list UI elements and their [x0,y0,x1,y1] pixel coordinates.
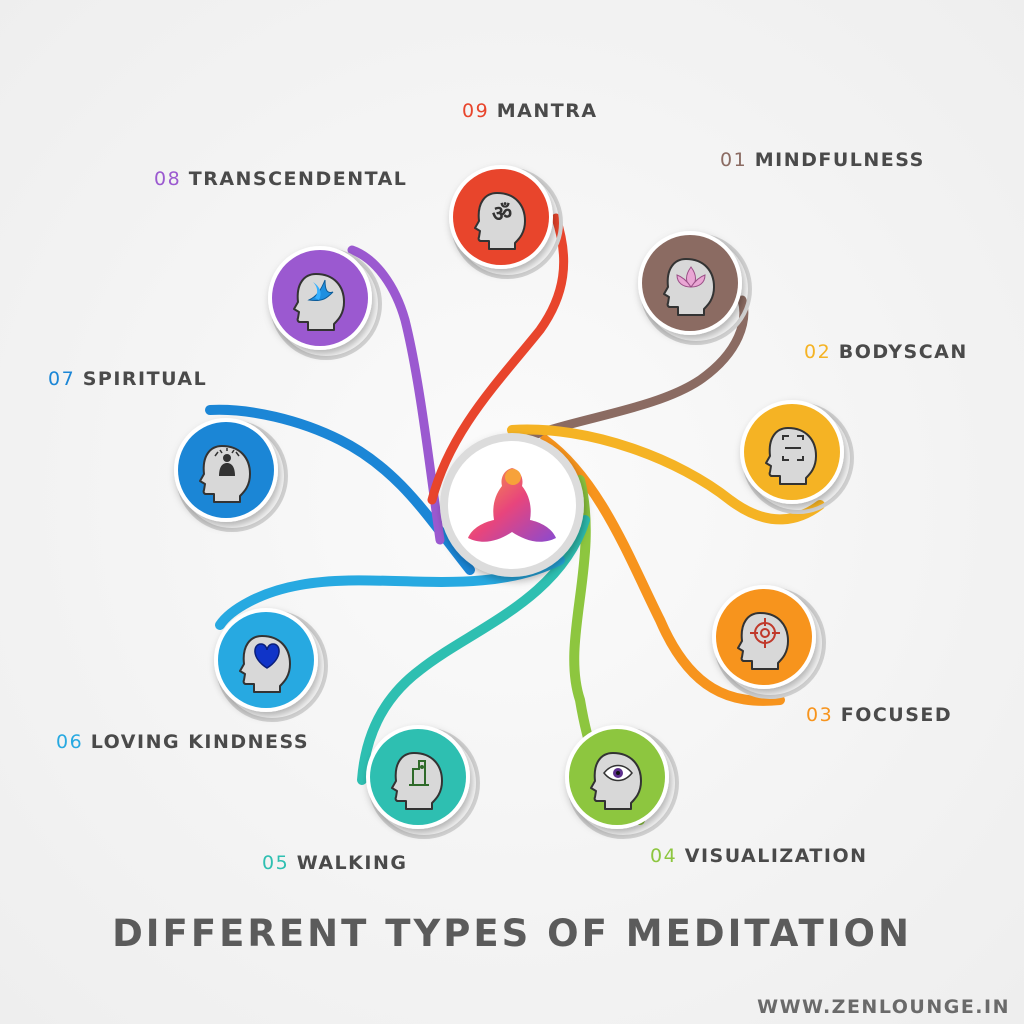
target-icon [750,618,780,648]
label-bodyscan: 02 BODYSCAN [804,340,968,364]
node-spiritual [174,418,288,532]
node-visualization [565,725,679,839]
swirl-ribbon-loving-kindness [215,555,565,630]
lotus-icon [676,266,706,288]
label-name: BODYSCAN [838,341,968,363]
eye-icon [603,764,633,782]
label-number: 05 [262,852,290,874]
label-visualization: 04 VISUALIZATION [650,844,868,868]
label-mantra: 09 MANTRA [462,99,598,123]
label-number: 01 [720,149,748,171]
label-focused: 03 FOCUSED [806,703,952,727]
meditating-figure-logo [468,468,556,542]
website-url: WWW.ZENLOUNGE.IN [757,996,1010,1018]
node-mantra: ॐ [449,165,563,279]
swirl-ribbon-walking [357,515,590,785]
scan-frame-icon [782,435,804,461]
walking-path-icon [409,760,429,786]
head-silhouette-icon [391,752,443,810]
head-silhouette-icon [474,192,526,250]
label-number: 03 [806,704,834,726]
node-loving-kindness [214,608,328,722]
label-number: 02 [804,341,832,363]
praying-figure-icon [214,448,240,476]
label-name: FOCUSED [840,704,953,726]
center-hub [440,433,584,577]
label-number: 06 [56,731,84,753]
node-transcendental [268,246,382,360]
meditation-nodes: ॐ [174,165,854,839]
label-name: VISUALIZATION [684,845,868,867]
label-name: SPIRITUAL [82,368,208,390]
om-icon: ॐ [492,202,512,227]
node-mindfulness [638,231,752,345]
swirl-ribbon-focused [540,435,785,706]
head-silhouette-icon [737,612,789,670]
label-number: 08 [154,168,182,190]
page-title: DIFFERENT TYPES OF MEDITATION [112,912,912,955]
swirl-ribbons [205,213,825,825]
node-bodyscan [740,400,854,514]
label-mindfulness: 01 MINDFULNESS [720,148,925,172]
heart-icon [254,643,280,669]
label-number: 09 [462,100,490,122]
label-walking: 05 WALKING [262,851,407,875]
node-walking [366,725,480,839]
svg-text:ॐ: ॐ [492,202,512,227]
label-name: MINDFULNESS [754,149,925,171]
node-focused [712,585,826,699]
swirl-ribbon-mantra [427,213,569,505]
swirl-ribbon-bodyscan [507,424,825,525]
label-transcendental: 08 TRANSCENDENTAL [154,167,407,191]
label-spiritual: 07 SPIRITUAL [48,367,207,391]
swirl-ribbon-transcendental [347,245,445,545]
bird-icon [307,279,334,301]
label-name: WALKING [296,852,408,874]
label-loving-kindness: 06 LOVING KINDNESS [56,730,309,754]
label-name: TRANSCENDENTAL [188,168,408,190]
head-silhouette-icon [293,273,345,331]
label-name: MANTRA [496,100,598,122]
label-name: LOVING KINDNESS [90,731,310,753]
head-silhouette-icon [765,427,817,485]
label-number: 07 [48,368,76,390]
label-number: 04 [650,845,678,867]
